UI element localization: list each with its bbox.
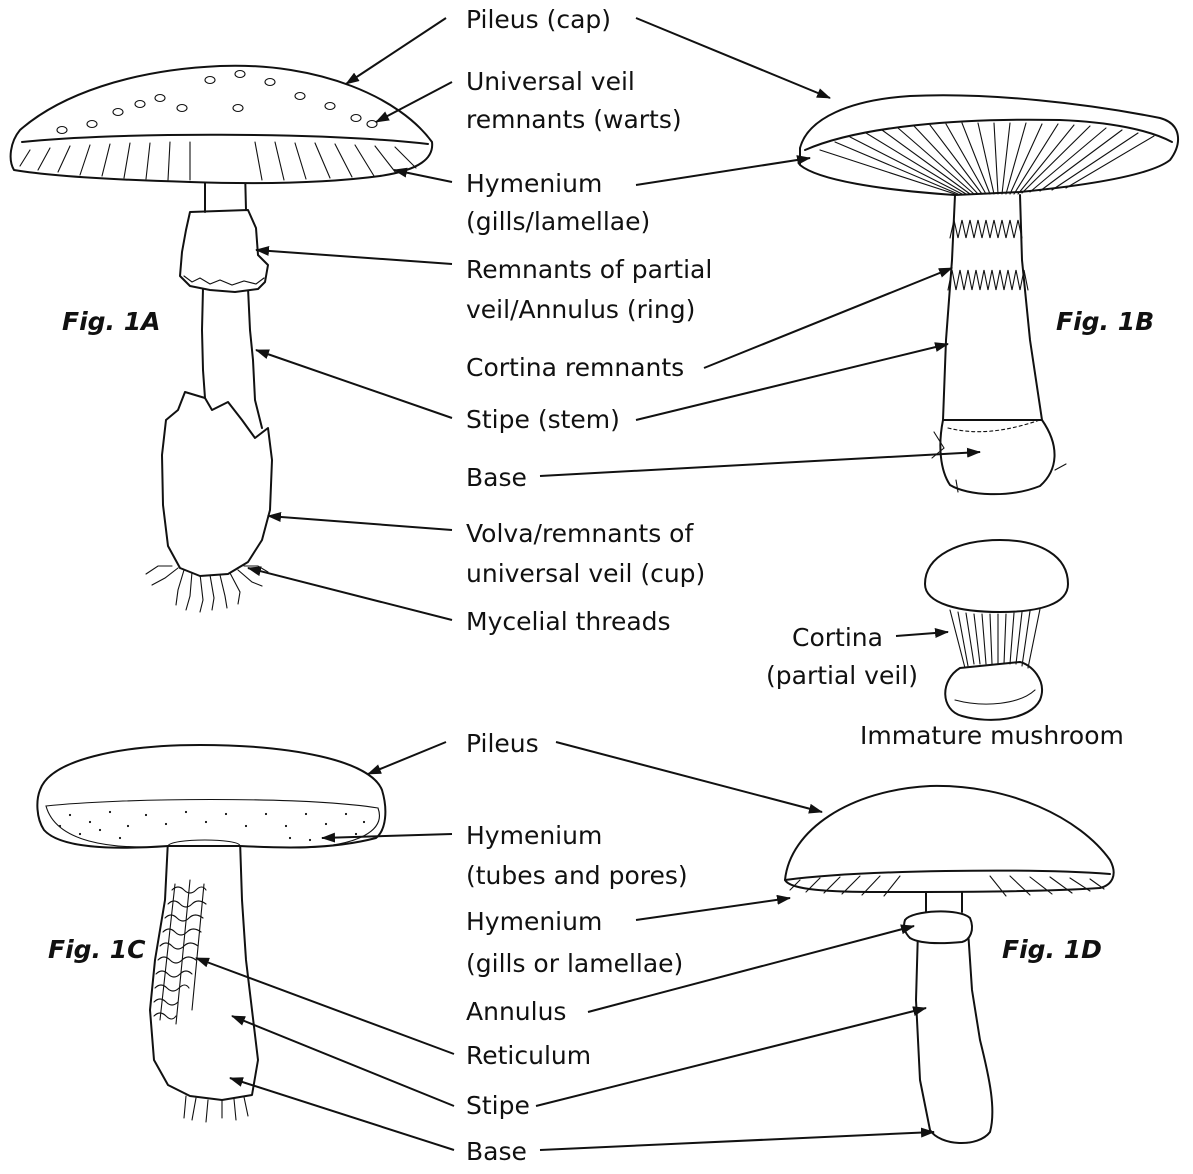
- label-pileus-cap: Pileus (cap): [466, 5, 611, 34]
- volva-drawing: [162, 392, 272, 576]
- mushroom-fig-1c: [37, 745, 385, 1122]
- stipe-drawing-1d: [916, 930, 992, 1143]
- label-base-bottom: Base: [466, 1137, 527, 1166]
- label-immature-mushroom: Immature mushroom: [860, 721, 1124, 750]
- cap-drawing-1a: [11, 66, 433, 183]
- label-pileus: Pileus: [466, 729, 539, 758]
- label-hymenium-tubes-line2: (tubes and pores): [466, 861, 688, 890]
- figure-label-1c: Fig. 1C: [48, 935, 146, 964]
- label-hymenium-lamellae-line1: Hymenium: [466, 907, 602, 936]
- label-universal-veil-line2: remnants (warts): [466, 105, 682, 134]
- stipe-drawing-1c: [150, 840, 258, 1100]
- base-drawing-1b: [940, 420, 1054, 494]
- label-cortina-remnants: Cortina remnants: [466, 353, 684, 382]
- label-stipe: Stipe: [466, 1091, 530, 1120]
- annulus-drawing-1d: [904, 911, 972, 943]
- label-mycelial-threads: Mycelial threads: [466, 607, 671, 636]
- mushroom-fig-1d: [785, 786, 1114, 1143]
- label-annulus: Annulus: [466, 997, 566, 1026]
- label-stipe-stem: Stipe (stem): [466, 405, 620, 434]
- immature-mushroom-drawing: [925, 540, 1068, 720]
- annulus-drawing-1a: [180, 210, 268, 292]
- label-cortina-line2: (partial veil): [766, 661, 918, 690]
- label-hymenium-gills-line1: Hymenium: [466, 169, 602, 198]
- cortina-remnants-drawing-1b: [948, 220, 1028, 290]
- label-cortina-line1: Cortina: [792, 623, 883, 652]
- label-hymenium-gills-line2: (gills/lamellae): [466, 207, 650, 236]
- figure-label-1a: Fig. 1A: [62, 307, 161, 336]
- label-reticulum: Reticulum: [466, 1041, 591, 1070]
- label-hymenium-tubes-line1: Hymenium: [466, 821, 602, 850]
- label-volva-line1: Volva/remnants of: [466, 519, 694, 548]
- cap-drawing-1c: [37, 745, 385, 848]
- figure-label-1d: Fig. 1D: [1002, 935, 1102, 964]
- label-volva-line2: universal veil (cup): [466, 559, 705, 588]
- label-hymenium-lamellae-line2: (gills or lamellae): [466, 949, 683, 978]
- mushroom-fig-1b: [800, 95, 1178, 494]
- cap-drawing-1b: [800, 95, 1178, 195]
- label-universal-veil-line1: Universal veil: [466, 67, 635, 96]
- label-partial-veil-line1: Remnants of partial: [466, 255, 712, 284]
- mushroom-fig-1a: [11, 66, 433, 612]
- figure-label-1b: Fig. 1B: [1056, 307, 1154, 336]
- label-partial-veil-line2: veil/Annulus (ring): [466, 295, 695, 324]
- label-base-top: Base: [466, 463, 527, 492]
